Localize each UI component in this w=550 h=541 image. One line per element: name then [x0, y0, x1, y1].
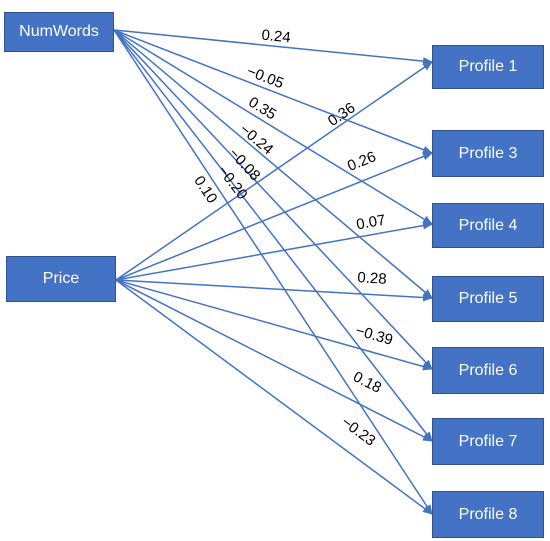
edge-numwords-profile8: [113, 29, 433, 515]
weight-label-price-profile1: 0.36: [325, 99, 359, 130]
weight-label-numwords-profile4: 0.35: [245, 94, 279, 124]
edge-price-profile3: [115, 152, 433, 281]
node-price: Price: [6, 256, 116, 302]
edge-numwords-profile4: [113, 29, 433, 225]
edge-price-profile6: [115, 279, 433, 371]
node-profile-4: Profile 4: [432, 203, 544, 248]
weight-label-price-profile3: 0.26: [345, 148, 378, 175]
node-profile-6: Profile 6: [432, 347, 544, 394]
weight-label-price-profile8: −0.23: [338, 413, 379, 449]
edge-numwords-profile1: [113, 29, 433, 66]
edge-numwords-profile5: [113, 29, 433, 299]
edge-numwords-profile7: [113, 29, 433, 442]
edge-numwords-profile3: [113, 29, 433, 154]
node-profile-5: Profile 5: [432, 276, 544, 322]
edge-price-profile5: [115, 279, 433, 302]
node-numwords: NumWords: [4, 12, 114, 52]
weight-label-numwords-profile1: 0.24: [261, 27, 292, 47]
node-profile-1: Profile 1: [432, 45, 544, 89]
weight-label-price-profile6: −0.39: [354, 322, 395, 349]
edge-price-profile7: [115, 279, 433, 442]
edge-price-profile1: [115, 61, 433, 281]
edge-price-profile4: [115, 221, 433, 281]
node-profile-7: Profile 7: [432, 418, 544, 465]
weight-label-numwords-profile8: 0.10: [190, 173, 220, 207]
edge-price-profile8: [115, 279, 433, 515]
node-profile-3: Profile 3: [432, 130, 544, 177]
weight-label-price-profile4: 0.07: [355, 212, 387, 234]
edge-numwords-profile6: [113, 29, 433, 370]
node-profile-8: Profile 8: [432, 491, 544, 538]
weight-label-price-profile5: 0.28: [357, 269, 387, 288]
